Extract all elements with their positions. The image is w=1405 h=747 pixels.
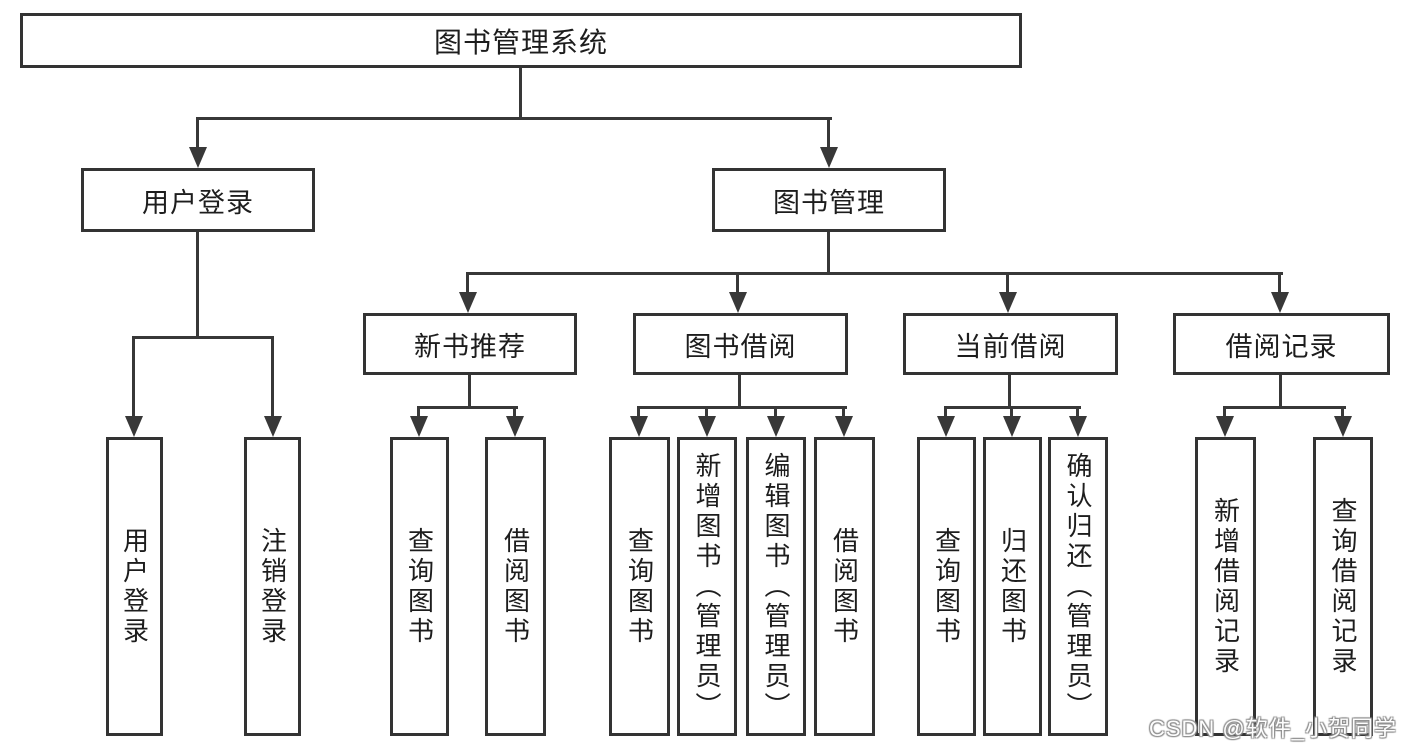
leaf-label: 用户登录 xyxy=(119,526,150,647)
leaf-logout-login: 注销登录 xyxy=(244,437,301,736)
arrow-down-icon xyxy=(459,292,477,313)
csdn-watermark: CSDN @软件_小贺同学 xyxy=(1148,716,1397,741)
connector-line xyxy=(1279,375,1282,406)
connector-line xyxy=(271,336,274,418)
leaf-label: 编辑图书（管理员） xyxy=(761,451,791,722)
leaf-label: 借阅图书 xyxy=(829,526,860,647)
arrow-down-icon xyxy=(767,416,785,437)
leaf-borrow-books-borrowing: 借阅图书 xyxy=(814,437,875,736)
node-new-book-recommendation: 新书推荐 xyxy=(363,313,577,375)
leaf-add-books-admin: 新增图书（管理员） xyxy=(677,437,737,736)
connector-line xyxy=(637,406,847,409)
arrow-down-icon xyxy=(937,416,955,437)
node-user-login: 用户登录 xyxy=(81,168,315,232)
node-book-borrowing: 图书借阅 xyxy=(633,313,848,375)
arrow-down-icon xyxy=(820,147,838,168)
leaf-label: 注销登录 xyxy=(257,526,288,647)
arrow-down-icon xyxy=(189,147,207,168)
leaf-label: 归还图书 xyxy=(997,526,1028,647)
leaf-query-books-recommend: 查询图书 xyxy=(390,437,449,736)
connector-line xyxy=(1278,272,1281,295)
leaf-query-borrow-record: 查询借阅记录 xyxy=(1313,437,1373,736)
connector-line xyxy=(1341,406,1344,418)
connector-line xyxy=(774,406,777,418)
arrow-down-icon xyxy=(1271,292,1289,313)
connector-line xyxy=(196,117,832,120)
connector-line xyxy=(1223,406,1226,418)
leaf-return-books: 归还图书 xyxy=(983,437,1042,736)
arrow-down-icon xyxy=(506,416,524,437)
node-current-borrowing: 当前借阅 xyxy=(903,313,1118,375)
arrow-down-icon xyxy=(125,416,143,437)
arrow-down-icon xyxy=(999,292,1017,313)
leaf-confirm-return-admin: 确认归还（管理员） xyxy=(1048,437,1108,736)
connector-line xyxy=(132,336,135,418)
connector-line xyxy=(519,68,522,117)
connector-line xyxy=(1008,375,1011,406)
leaf-edit-books-admin: 编辑图书（管理员） xyxy=(746,437,806,736)
node-borrowing-records: 借阅记录 xyxy=(1173,313,1390,375)
leaf-label: 借阅图书 xyxy=(500,526,531,647)
arrow-down-icon xyxy=(630,416,648,437)
connector-line xyxy=(738,375,741,406)
connector-line xyxy=(705,406,708,418)
arrow-down-icon xyxy=(1216,416,1234,437)
arrow-down-icon xyxy=(1334,416,1352,437)
node-library-system-root: 图书管理系统 xyxy=(20,13,1022,68)
connector-line xyxy=(827,232,830,272)
connector-line xyxy=(1223,406,1346,409)
connector-line xyxy=(736,272,739,295)
arrow-down-icon xyxy=(835,416,853,437)
arrow-down-icon xyxy=(1003,416,1021,437)
connector-line xyxy=(196,117,199,150)
leaf-label: 新增借阅记录 xyxy=(1210,496,1241,677)
leaf-label: 查询图书 xyxy=(931,526,962,647)
connector-line xyxy=(842,406,845,418)
node-book-management: 图书管理 xyxy=(712,168,946,232)
connector-line xyxy=(132,336,274,339)
arrow-down-icon xyxy=(698,416,716,437)
connector-line xyxy=(196,232,199,336)
connector-line xyxy=(827,117,830,150)
connector-line xyxy=(417,406,420,418)
leaf-label: 查询图书 xyxy=(624,526,655,647)
connector-line xyxy=(466,272,1283,275)
connector-line xyxy=(1010,406,1013,418)
connector-line xyxy=(944,406,947,418)
connector-line xyxy=(468,375,471,406)
leaf-add-borrow-record: 新增借阅记录 xyxy=(1195,437,1256,736)
connector-line xyxy=(637,406,640,418)
arrow-down-icon xyxy=(264,416,282,437)
connector-line xyxy=(1006,272,1009,295)
leaf-label: 确认归还（管理员） xyxy=(1063,451,1093,722)
leaf-label: 查询图书 xyxy=(404,526,435,647)
connector-line xyxy=(1076,406,1079,418)
leaf-user-login: 用户登录 xyxy=(106,437,163,736)
connector-line xyxy=(417,406,518,409)
leaf-borrow-books-recommend: 借阅图书 xyxy=(485,437,546,736)
connector-line xyxy=(466,272,469,295)
connector-line xyxy=(513,406,516,418)
arrow-down-icon xyxy=(729,292,747,313)
arrow-down-icon xyxy=(410,416,428,437)
arrow-down-icon xyxy=(1069,416,1087,437)
leaf-query-books-borrowing: 查询图书 xyxy=(609,437,670,736)
leaf-label: 新增图书（管理员） xyxy=(692,451,722,722)
leaf-label: 查询借阅记录 xyxy=(1328,496,1358,677)
leaf-query-books-current: 查询图书 xyxy=(917,437,976,736)
